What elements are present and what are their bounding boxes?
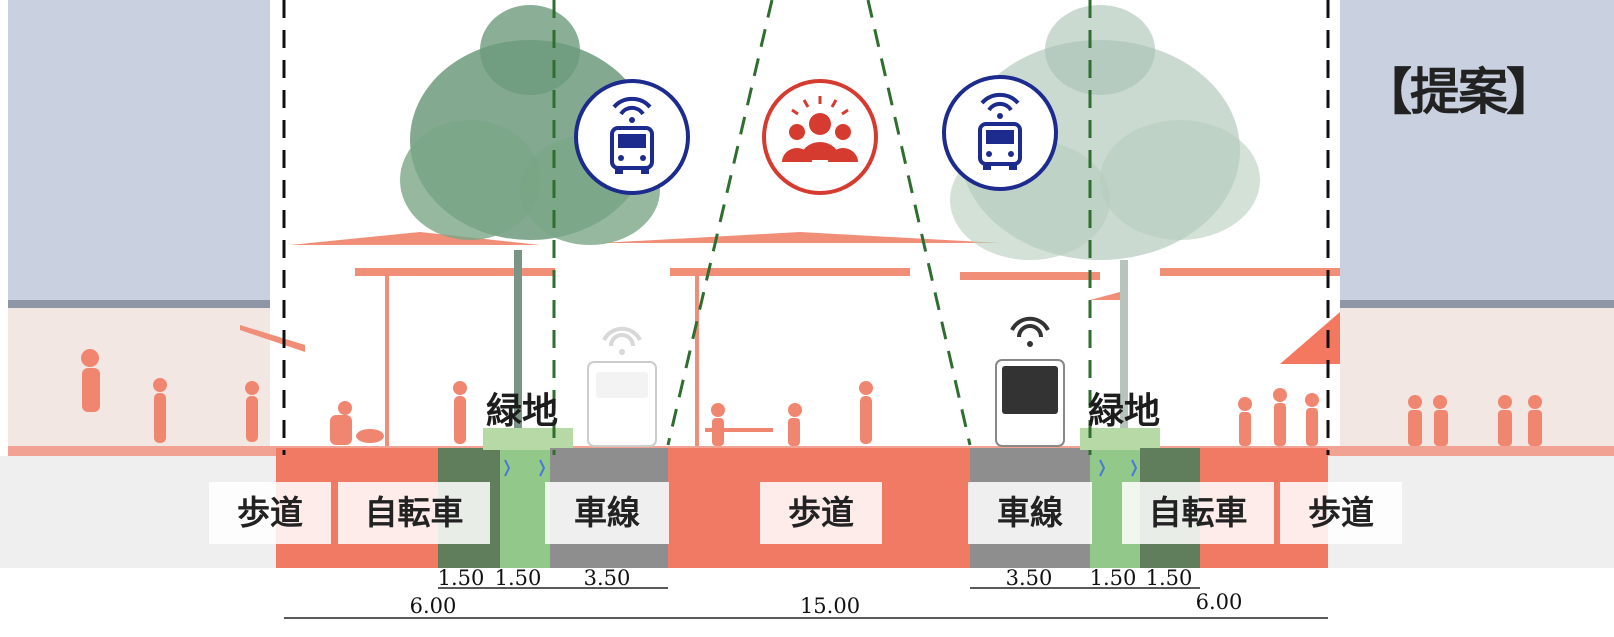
dimension-right-bike: 1.50 [1145, 566, 1193, 590]
right-building [1340, 0, 1614, 448]
autonomous-bus-icon [942, 75, 1058, 191]
dimension-center-total: 15.00 [799, 594, 861, 618]
bus-right [995, 316, 1065, 447]
dimension-right-total: 6.00 [1195, 590, 1243, 614]
green-space-label-left: 緑地 [486, 391, 559, 432]
dimension-left-total: 6.00 [409, 594, 457, 618]
dimension-left-green: 1.50 [494, 566, 542, 590]
zone-label-sidewalk-right: 歩道 [1280, 482, 1402, 544]
dimension-left-bike: 1.50 [437, 566, 485, 590]
zone-label-lane-right: 車線 [968, 482, 1092, 544]
canopies [240, 232, 1340, 446]
zone-label-sidewalk-center: 歩道 [760, 482, 882, 544]
green-dashed-guides [552, 0, 1092, 455]
drainage-marks [504, 459, 1138, 477]
black-dashed-boundaries [282, 0, 1330, 455]
dimension-lines [284, 587, 1328, 619]
left-building [8, 0, 270, 448]
zone-label-bicycle-right: 自転車 [1122, 482, 1274, 544]
bus-left [587, 326, 657, 447]
autonomous-bus-icon [574, 79, 690, 195]
people-gathering-icon [762, 79, 878, 195]
pedestrian-silhouettes [81, 349, 1542, 446]
green-space-label-right: 緑地 [1088, 391, 1161, 432]
zone-label-bicycle-left: 自転車 [338, 482, 490, 544]
dimension-left-lane: 3.50 [583, 566, 631, 590]
proposal-title: 【提案】 [1362, 63, 1556, 121]
dimension-right-green: 1.50 [1089, 566, 1137, 590]
dimension-right-lane: 3.50 [1005, 566, 1053, 590]
zone-label-sidewalk-left: 歩道 [209, 482, 331, 544]
zone-label-lane-left: 車線 [545, 482, 669, 544]
